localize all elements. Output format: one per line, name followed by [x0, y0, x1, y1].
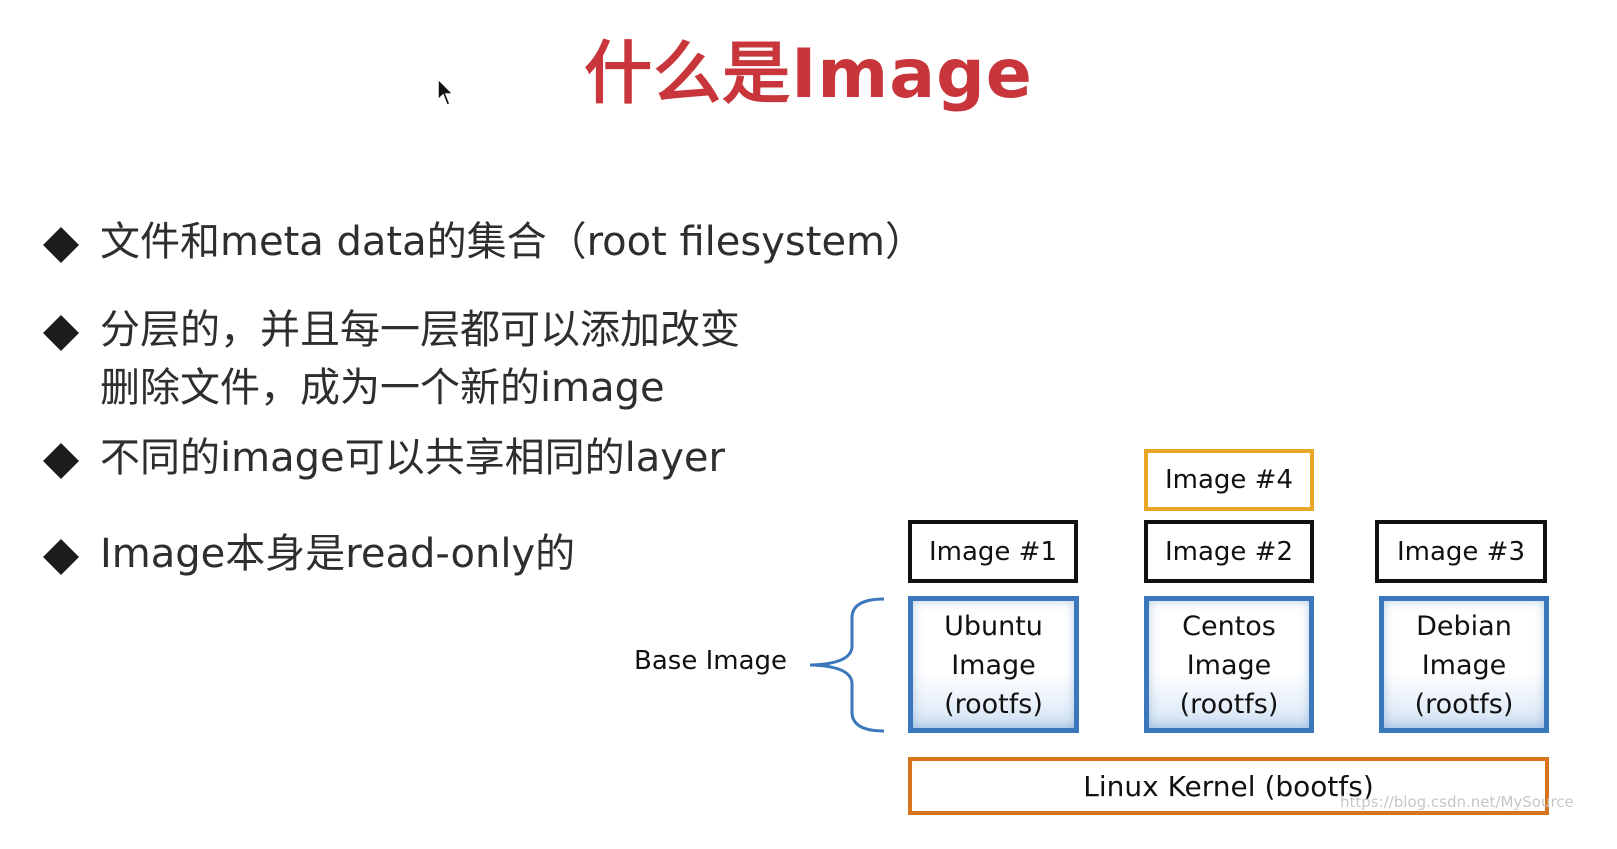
- ubuntu-rootfs-label: (rootfs): [944, 689, 1043, 720]
- image3-label: Image #3: [1396, 536, 1526, 567]
- centos-image-label: Image: [1186, 650, 1272, 681]
- bullet-text: Image本身是read-only的: [100, 531, 576, 577]
- watermark-text: https://blog.csdn.net/MySource: [1340, 793, 1574, 811]
- ubuntu-base-image-box: Ubuntu Image (rootfs): [908, 596, 1079, 733]
- debian-rootfs-label: (rootfs): [1414, 689, 1514, 720]
- diamond-bullet-icon: [43, 539, 79, 575]
- ubuntu-image-label: Image: [951, 650, 1036, 681]
- diamond-bullet-icon: [43, 227, 79, 263]
- debian-base-image-box: Debian Image (rootfs): [1379, 596, 1549, 733]
- diamond-bullet-icon: [43, 315, 79, 351]
- centos-base-image-box: Centos Image (rootfs): [1144, 596, 1314, 733]
- debian-label: Debian: [1416, 611, 1512, 642]
- bullet-text: 文件和meta data的集合（root filesystem）: [100, 219, 926, 265]
- diamond-bullet-icon: [43, 443, 79, 479]
- bullet-text: 分层的，并且每一层都可以添加改变: [100, 307, 740, 353]
- mouse-cursor-icon: [437, 77, 457, 112]
- base-image-label: Base Image: [634, 646, 788, 676]
- bullet-text-continued: 删除文件，成为一个新的image: [100, 365, 665, 411]
- image2-box: Image #2: [1144, 520, 1314, 583]
- linux-kernel-label: Linux Kernel (bootfs): [1083, 769, 1374, 803]
- ubuntu-label: Ubuntu: [944, 611, 1043, 642]
- image4-box: Image #4: [1144, 449, 1314, 511]
- image1-label: Image #1: [928, 536, 1058, 567]
- slide-title: 什么是Image: [584, 35, 1033, 114]
- curly-brace-icon: [809, 597, 885, 733]
- image3-box: Image #3: [1375, 520, 1547, 583]
- centos-label: Centos: [1182, 611, 1276, 642]
- image1-box: Image #1: [908, 520, 1078, 583]
- bullet-text: 不同的image可以共享相同的layer: [100, 435, 725, 481]
- image2-label: Image #2: [1164, 536, 1294, 567]
- debian-image-label: Image: [1421, 650, 1507, 681]
- image4-label: Image #4: [1164, 465, 1294, 495]
- linux-kernel-box: Linux Kernel (bootfs): [908, 757, 1549, 815]
- centos-rootfs-label: (rootfs): [1179, 689, 1279, 720]
